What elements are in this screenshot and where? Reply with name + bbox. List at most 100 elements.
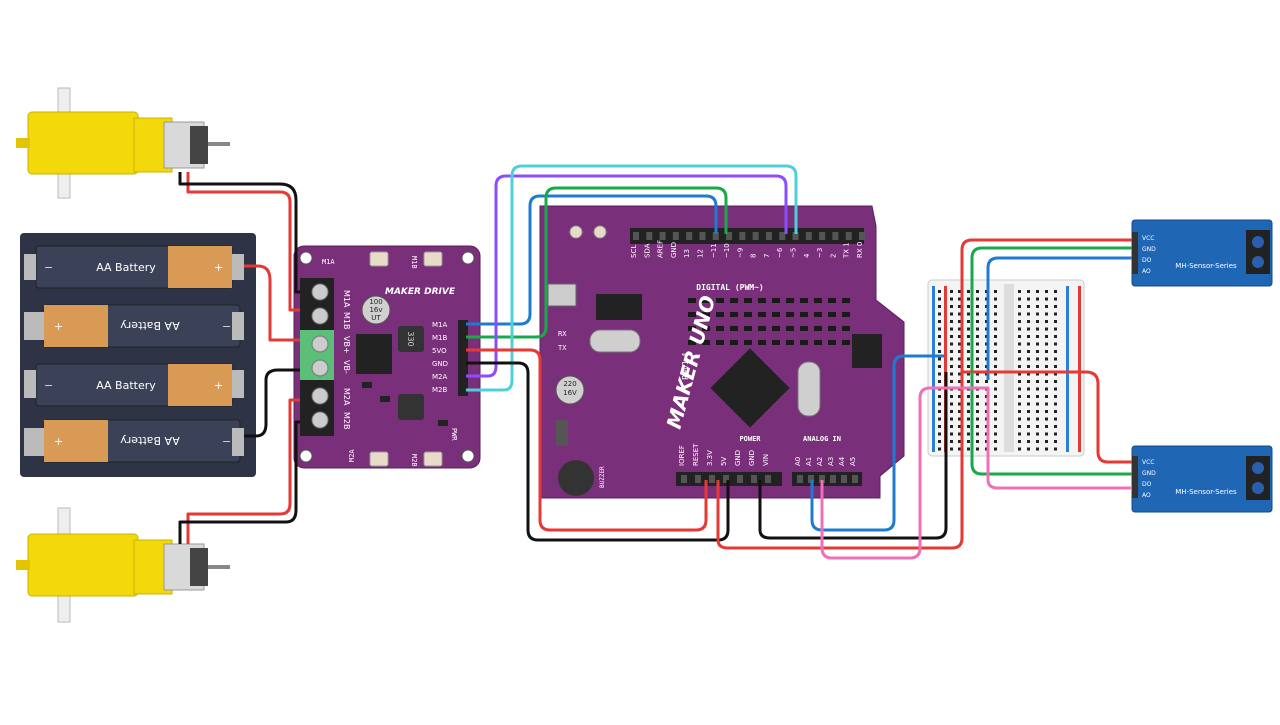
uno-header-pin <box>726 232 733 240</box>
button-label: M2B <box>410 454 418 467</box>
uno-header-pin <box>681 475 687 483</box>
breadboard-hole <box>976 342 979 346</box>
breadboard-hole <box>950 380 953 383</box>
breadboard-hole <box>967 335 970 338</box>
wire-gnd-black <box>466 361 730 542</box>
breadboard-hole <box>994 447 997 451</box>
breadboard-hole <box>994 387 997 391</box>
wire-sensor2-gnd <box>970 372 1132 476</box>
breadboard-hole <box>1018 335 1021 338</box>
breadboard-hole <box>976 320 979 323</box>
battery-cell-2: + − AA Battery <box>43 304 241 348</box>
breadboard-hole <box>1054 350 1057 353</box>
tx-label: TX <box>558 344 567 352</box>
uno-header-pin <box>830 475 836 483</box>
uno-led <box>786 298 794 303</box>
wires <box>178 164 1132 560</box>
breadboard-hole <box>938 440 941 443</box>
header-pin-label: M2B <box>432 386 447 394</box>
uno-top-pin-label: SDA <box>643 243 651 258</box>
breadboard-hole <box>950 357 953 361</box>
breadboard-hole <box>1036 320 1039 323</box>
uno-power-pin-label: IOREF <box>678 445 686 466</box>
uno-top-pin-label: SCL <box>630 245 638 258</box>
breadboard-hole <box>1018 380 1021 383</box>
breadboard-hole <box>1036 312 1039 316</box>
breadboard-hole <box>1027 410 1030 413</box>
sensor-label: MH-Sensor-Series <box>1175 262 1237 270</box>
uno-led <box>814 340 822 345</box>
m2a-test-button[interactable] <box>369 451 389 467</box>
breadboard-hole <box>1045 417 1048 421</box>
breadboard-hole <box>958 440 961 443</box>
breadboard-hole <box>976 305 979 308</box>
uno-header-pin <box>633 232 639 240</box>
mount-hole <box>461 449 475 463</box>
rail-blue <box>1066 286 1069 452</box>
battery-positive-cap <box>44 420 108 462</box>
breadboard-hole <box>958 372 961 376</box>
breadboard-hole <box>967 410 970 413</box>
uno-top-pin-label: ~11 <box>710 243 718 258</box>
breadboard-hole <box>976 402 979 406</box>
uno-led <box>800 312 808 317</box>
uno-analog-pin-label: A5 <box>849 457 857 466</box>
uno-header-pin <box>723 475 729 483</box>
breadboard-hole <box>1036 440 1039 443</box>
sensor-pin-label: VCC <box>1142 459 1154 466</box>
uno-header-pin <box>646 232 653 240</box>
breadboard-hole <box>1054 342 1057 346</box>
dc-motor-top <box>16 87 230 199</box>
sensor-pin-label: GND <box>1142 246 1156 253</box>
breadboard-hole <box>1054 440 1057 443</box>
uno-led <box>786 340 794 345</box>
uno-header-pin <box>739 232 746 240</box>
motor-endcap <box>190 548 208 586</box>
m1a-test-button[interactable] <box>369 251 389 267</box>
reset-button[interactable] <box>569 225 583 239</box>
breadboard-hole <box>1036 387 1039 391</box>
uno-header-pin <box>797 475 803 483</box>
battery-spring <box>232 312 244 340</box>
uno-power-pin-label: 5V <box>720 457 728 466</box>
power-switch[interactable] <box>556 420 568 446</box>
motor-spindle <box>208 565 230 569</box>
breadboard-hole <box>1036 410 1039 413</box>
breadboard-hole <box>1018 365 1021 368</box>
m2b-test-button[interactable] <box>423 451 443 467</box>
terminal-label: VB+ <box>342 336 351 354</box>
breadboard-hole <box>1027 395 1030 398</box>
breadboard-hole <box>985 380 988 383</box>
uno-header-pin <box>712 232 719 240</box>
uno-analog-pin-label: A3 <box>827 457 835 466</box>
breadboard-hole <box>967 327 970 331</box>
uno-header-pin <box>695 475 701 483</box>
breadboard-hole <box>1045 432 1048 436</box>
breadboard-hole <box>994 365 997 368</box>
breadboard-hole <box>1018 372 1021 376</box>
breadboard-hole <box>967 417 970 421</box>
breadboard-hole <box>994 410 997 413</box>
terminal-label: M1B <box>342 312 351 329</box>
pwr-label: PWR <box>450 428 458 441</box>
breadboard-hole <box>958 425 961 428</box>
user-button[interactable] <box>593 225 607 239</box>
uno-led <box>842 298 850 303</box>
uno-analog-pin-label: A4 <box>838 456 846 466</box>
header-pin-label: M1B <box>432 334 447 342</box>
uno-led <box>800 326 808 331</box>
breadboard-hole <box>1027 425 1030 428</box>
breadboard-hole <box>976 380 979 383</box>
breadboard-hole <box>958 380 961 383</box>
breadboard-hole <box>976 417 979 421</box>
uno-header-pin <box>686 232 693 240</box>
wire-battery-negative <box>244 368 300 438</box>
uno-header-pin <box>852 475 858 483</box>
uno-power-pin-label: RESET <box>692 443 700 466</box>
breadboard-hole <box>1036 350 1039 353</box>
digital-label: DIGITAL (PWM~) <box>696 283 763 292</box>
smd-part <box>362 382 372 388</box>
m1b-test-button[interactable] <box>423 251 443 267</box>
sensor-pin-label: DO <box>1142 481 1152 488</box>
breadboard-hole <box>1054 357 1057 361</box>
